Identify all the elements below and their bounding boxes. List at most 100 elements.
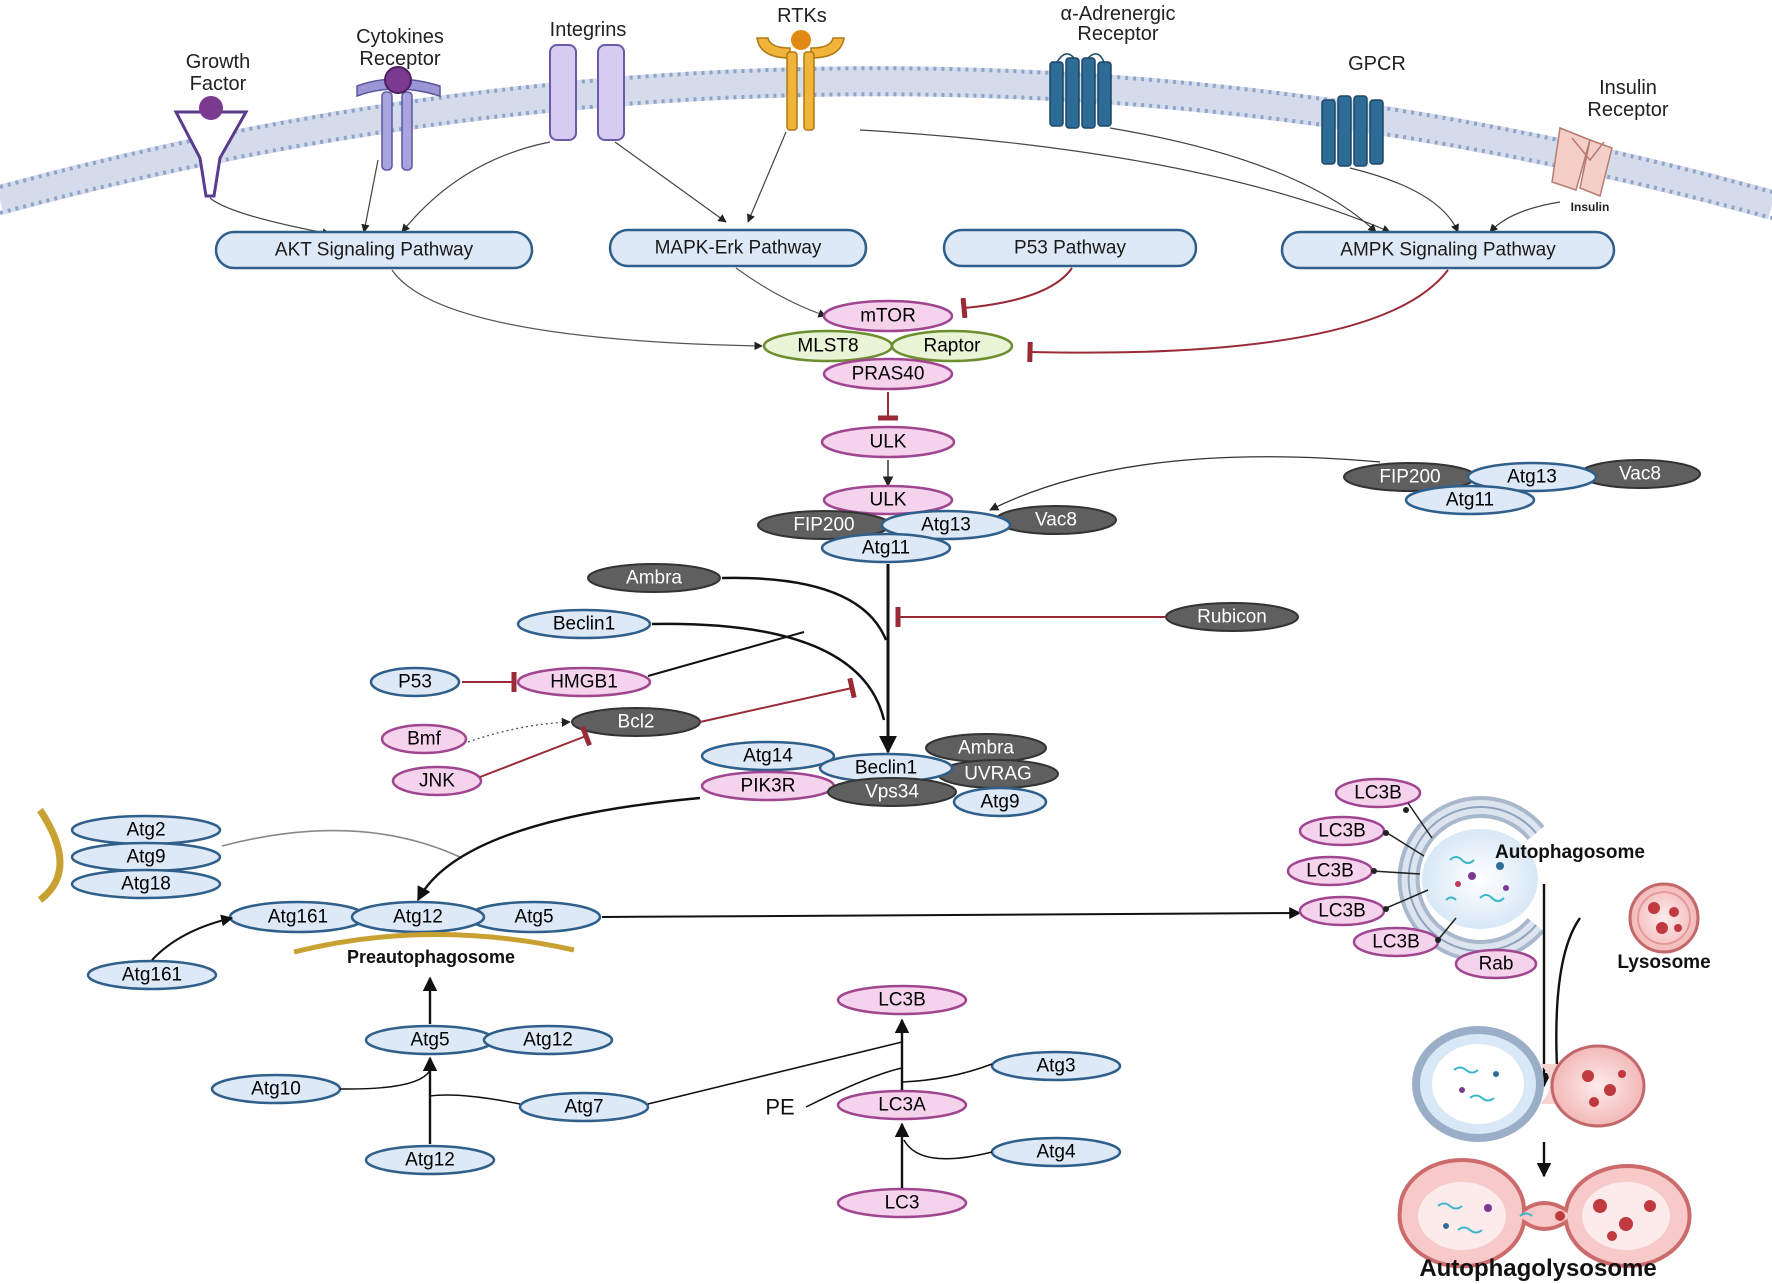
ap-lc3b-node-2[interactable]: LC3B: [1298, 815, 1425, 857]
p53-node[interactable]: P53: [369, 666, 461, 698]
lc3b-node[interactable]: LC3B: [836, 984, 968, 1016]
free-atg11-node[interactable]: Atg11: [1404, 484, 1536, 516]
pre-atg161-node[interactable]: Atg161: [228, 900, 368, 934]
free-atg13-node[interactable]: Atg13: [1466, 461, 1598, 493]
growth-factor-receptor-icon: [173, 96, 249, 198]
lc3a-node[interactable]: LC3A: [836, 1089, 968, 1121]
pre-atg12-node[interactable]: Atg12: [350, 900, 486, 934]
vac8-label: Vac8: [1035, 510, 1077, 531]
rtks-label: RTKs: [777, 5, 827, 27]
fip200-node[interactable]: FIP200: [757, 510, 891, 540]
lc3a-label: LC3A: [878, 1095, 926, 1116]
integrins-label: Integrins: [550, 19, 627, 41]
conj-atg12-bottom-label: Atg12: [405, 1150, 455, 1171]
conjugation-arrows: [339, 976, 903, 1144]
hmgb1-node[interactable]: HMGB1: [516, 666, 652, 698]
cytokines-label-line1: Cytokines: [356, 26, 444, 48]
p53-label: P53: [398, 672, 432, 693]
bcl2-node[interactable]: Bcl2: [571, 707, 701, 737]
receptor-to-pathway-arrows: [209, 127, 1561, 237]
vac8-node[interactable]: Vac8: [995, 505, 1117, 535]
atg161-free-node[interactable]: Atg161: [86, 959, 218, 991]
free-fip200-node[interactable]: FIP200: [1343, 462, 1477, 492]
ap-lc3b-label-4: LC3B: [1318, 901, 1366, 922]
conj-atg10-node[interactable]: Atg10: [210, 1073, 342, 1105]
rubicon-node[interactable]: Rubicon: [1165, 602, 1299, 632]
ulk-label: ULK: [870, 490, 907, 511]
lc3-arrows: [805, 1018, 993, 1188]
lc3-atg4-node[interactable]: Atg4: [990, 1136, 1122, 1168]
ap-lc3b-node-3[interactable]: LC3B: [1286, 855, 1421, 887]
pi3k-regulator-arrows: [462, 564, 1166, 778]
ulk-top-label: ULK: [870, 432, 907, 453]
alpha-adrenergic-label-line1: α-Adrenergic: [1061, 3, 1176, 25]
mlst8-node[interactable]: MLST8: [762, 329, 894, 363]
pras40-node[interactable]: PRAS40: [822, 357, 954, 391]
pre-atg5-label: Atg5: [514, 907, 553, 928]
pi3k-atg14-label: Atg14: [743, 746, 793, 767]
beclin1-node[interactable]: Beclin1: [516, 608, 652, 640]
pi3k-pik3r-node[interactable]: PIK3R: [700, 770, 836, 802]
ap-lc3b-node-4[interactable]: LC3B: [1298, 889, 1429, 927]
pi3k-atg9-node[interactable]: Atg9: [952, 786, 1048, 818]
pathway-p53[interactable]: P53 Pathway: [942, 228, 1198, 268]
fusion-arrows: [1536, 884, 1581, 1178]
preautophagosome-complex: Atg161 Atg5 Atg12 Preautophagosome: [228, 900, 602, 967]
lc3-atg3-node[interactable]: Atg3: [990, 1050, 1122, 1082]
pathway-ampk[interactable]: AMPK Signaling Pathway: [1280, 230, 1616, 270]
atg13-label: Atg13: [921, 515, 971, 536]
raptor-node[interactable]: Raptor: [890, 329, 1014, 363]
pre-atg5-node[interactable]: Atg5: [466, 900, 602, 934]
ambra-label: Ambra: [626, 568, 682, 589]
lc3-node[interactable]: LC3: [836, 1187, 968, 1219]
pi3k-ambra-node[interactable]: Ambra: [925, 733, 1047, 763]
ap-lc3b-label-5: LC3B: [1372, 932, 1420, 953]
mtor-node[interactable]: mTOR: [822, 299, 954, 333]
pi3k-uvrag-node[interactable]: UVRAG: [937, 759, 1059, 789]
pi3k-beclin1-node[interactable]: Beclin1: [818, 752, 954, 784]
atg11-node[interactable]: Atg11: [820, 532, 952, 564]
preautophagosome-membrane-icon: [293, 931, 575, 955]
conj-atg12-bottom-node[interactable]: Atg12: [364, 1144, 496, 1176]
atg13-node[interactable]: Atg13: [880, 509, 1012, 541]
pi3k-ambra-label: Ambra: [958, 738, 1014, 759]
atg18-node[interactable]: Atg18: [70, 868, 222, 900]
ap-lc3b-node-1[interactable]: LC3B: [1334, 777, 1433, 839]
insulin-receptor-label-line1: Insulin: [1599, 77, 1657, 99]
pathway-akt[interactable]: AKT Signaling Pathway: [214, 230, 534, 270]
pras40-label: PRAS40: [852, 364, 925, 385]
conj-atg5-node[interactable]: Atg5: [364, 1024, 496, 1056]
autophagosome-label: Autophagosome: [1495, 842, 1645, 863]
conj-atg10-label: Atg10: [251, 1079, 301, 1100]
pathway-to-mtor-arrows: [391, 267, 1449, 363]
atg9-node[interactable]: Atg9: [70, 841, 222, 873]
free-atg11-label: Atg11: [1446, 490, 1494, 511]
preautophagosome-label: Preautophagosome: [347, 947, 515, 967]
insulin-receptor-icon: [1551, 126, 1613, 198]
pathway-mapk[interactable]: MAPK-Erk Pathway: [608, 228, 868, 268]
conj-atg12-node[interactable]: Atg12: [482, 1024, 614, 1056]
autophagosome-icon: [1397, 796, 1545, 962]
atg9-label: Atg9: [126, 847, 165, 868]
atg9-cycle: Atg2 Atg9 Atg18: [70, 814, 222, 900]
ulk-node[interactable]: ULK: [822, 484, 954, 516]
ap-lc3b-node-5[interactable]: LC3B: [1352, 917, 1457, 958]
free-vac8-node[interactable]: Vac8: [1579, 459, 1701, 489]
pi3k-atg14-node[interactable]: Atg14: [700, 740, 836, 772]
pe-label: PE: [765, 1095, 794, 1120]
cytokines-label-line2: Receptor: [359, 48, 440, 70]
atg2-node[interactable]: Atg2: [70, 814, 222, 846]
preautophagosome-input-arrows: [221, 796, 701, 902]
conj-atg7-node[interactable]: Atg7: [518, 1091, 650, 1123]
bmf-node[interactable]: Bmf: [380, 723, 468, 755]
free-ulk-subunits: Vac8 FIP200 Atg13 Atg11: [1343, 459, 1701, 516]
ambra-node[interactable]: Ambra: [587, 563, 721, 593]
rab-node[interactable]: Rab: [1454, 948, 1538, 980]
ulk-top-node[interactable]: ULK: [820, 425, 956, 459]
alpha-adrenergic-label-line2: Receptor: [1077, 23, 1158, 45]
pi3k-beclin1-label: Beclin1: [855, 758, 917, 779]
atg161-recruitment-arrow: [151, 914, 234, 961]
jnk-node[interactable]: JNK: [391, 765, 483, 797]
lc3b-label: LC3B: [878, 990, 926, 1011]
pi3k-vps34-node[interactable]: Vps34: [827, 777, 957, 807]
